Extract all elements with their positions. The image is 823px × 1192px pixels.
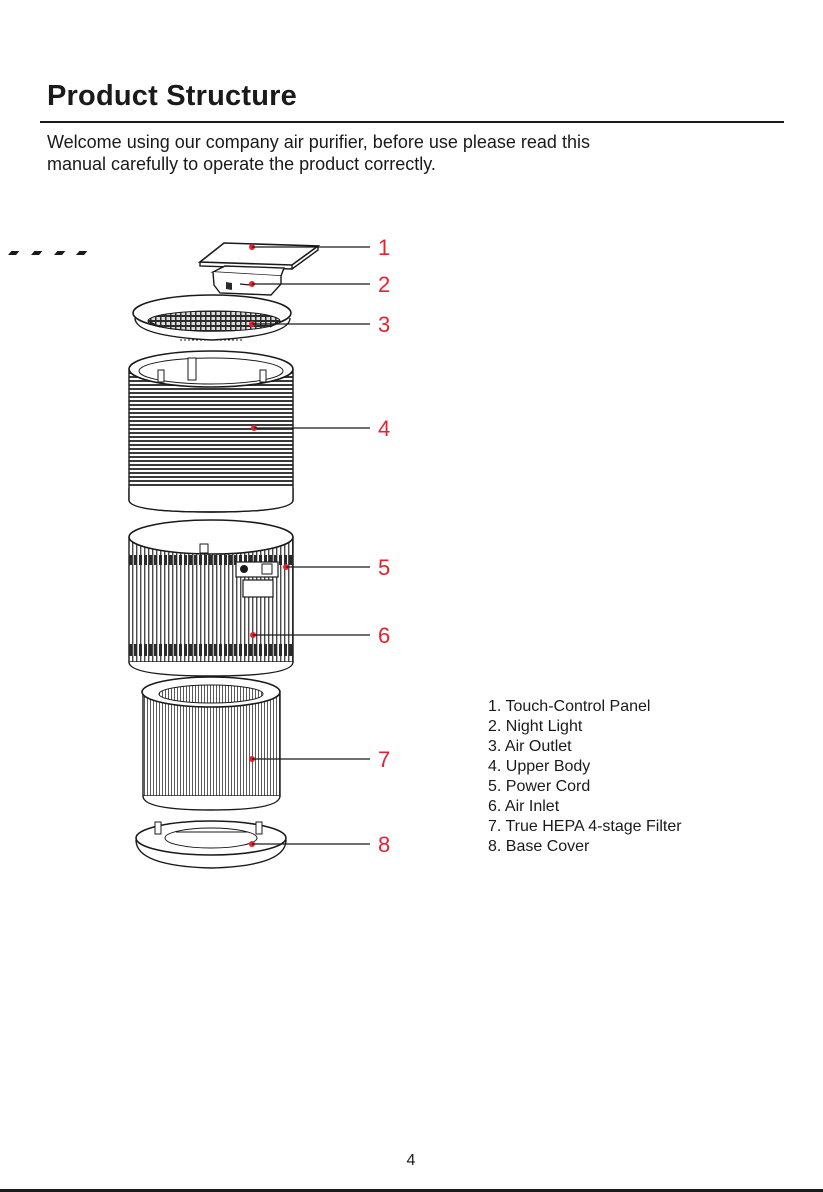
legend-item-2: 2. Night Light	[488, 717, 682, 737]
legend-item-4: 4. Upper Body	[488, 757, 682, 777]
parts-legend: 1. Touch-Control Panel 2. Night Light 3.…	[488, 697, 682, 857]
page-number: 4	[400, 1152, 422, 1170]
legend-item-5: 5. Power Cord	[488, 777, 682, 797]
callout-number-2: 2	[378, 272, 390, 297]
callout-number-7: 7	[378, 747, 390, 772]
lower-body-part	[129, 520, 293, 676]
legend-item-3: 3. Air Outlet	[488, 737, 682, 757]
callout-number-6: 6	[378, 623, 390, 648]
callout-number-4: 4	[378, 416, 390, 441]
callout-number-3: 3	[378, 312, 390, 337]
legend-item-1: 1. Touch-Control Panel	[488, 697, 682, 717]
night-light-part	[213, 266, 284, 295]
callout-number-5: 5	[378, 555, 390, 580]
hepa-filter-part	[142, 677, 280, 810]
callout-5: 5	[283, 555, 390, 580]
legend-item-6: 6. Air Inlet	[488, 797, 682, 817]
callout-number-1: 1	[378, 235, 390, 260]
callout-number-8: 8	[378, 832, 390, 857]
upper-body-part	[129, 351, 293, 512]
air-outlet-part	[133, 295, 291, 340]
legend-item-8: 8. Base Cover	[488, 837, 682, 857]
legend-item-7: 7. True HEPA 4-stage Filter	[488, 817, 682, 837]
